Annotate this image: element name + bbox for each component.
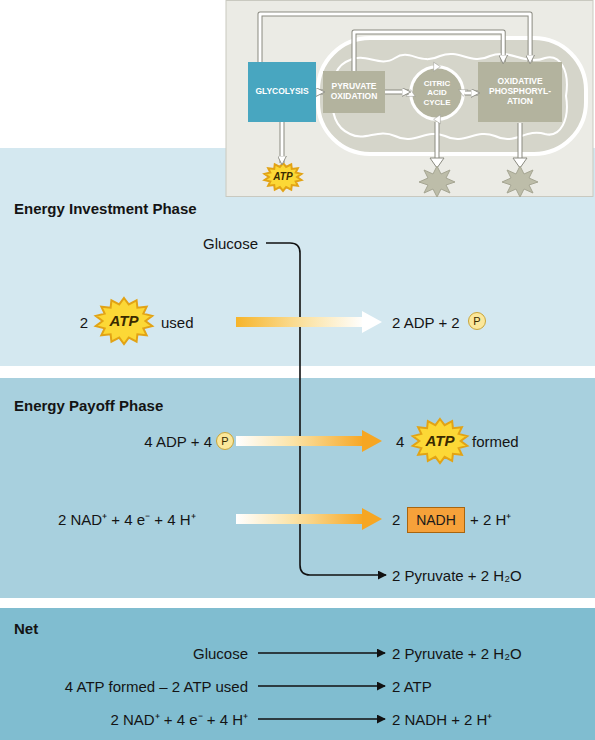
stage-label: GLYCOLYSIS [252,87,311,97]
arrow-outline [385,90,409,95]
energy-output-arrow [430,122,444,168]
flow-arrow [260,14,530,62]
cycle-circle: CITRIC ACID CYCLE [409,65,465,121]
flow-arrow [385,92,409,93]
stage-box: GLYCOLYSIS [248,62,316,122]
equation-text: formed [472,434,519,449]
arrow-line [316,91,323,94]
phase-band: Energy Payoff Phase 4 ADP + 4 4 formed 2 NAD… [0,378,595,598]
arrow-outline [316,90,323,95]
phosphate-circle: P [216,432,234,450]
summary-band: NetGlucose 2 Pyruvate + 2 H₂O 4 ATP formed… [0,608,595,740]
equation-text: + 2 H⁺ [470,512,511,527]
flow-arrow [465,93,478,94]
equation-text: Glucose [203,236,258,251]
equation-text: 2 [392,512,400,527]
equation-text: 4 ATP formed – 2 ATP used [65,679,248,694]
phase-heading: Energy Investment Phase [14,201,197,216]
mitochondrion-outline [318,38,586,154]
nadh-box: NADH [407,507,465,533]
equation-text: 4 [396,434,404,449]
atp-label: ATP [426,432,455,449]
equation-text: 2 ATP [392,679,432,694]
atp-starburst: ATP [264,163,302,191]
arrow-line [260,14,530,62]
phase-heading: Energy Payoff Phase [14,398,163,413]
stage-label: OXIDATIVE PHOSPHORYL- ATION [478,77,562,106]
phosphate-label: P [473,315,480,328]
equation-text: Glucose [193,646,248,661]
arrow-outline [280,122,285,163]
equation-text: 2 Pyruvate + 2 H₂O [392,568,522,583]
equation-text: 2 NAD⁺ + 4 e⁻ + 4 H⁺ [58,512,196,527]
equation-text: 2 ADP + 2 [392,315,460,330]
equation-text: 4 ADP + 4 [144,434,212,449]
inset-panel [226,1,593,197]
equation-text: used [161,315,194,330]
equation-text: 2 NADH + 2 H⁺ [392,712,492,727]
arrow-line [465,92,478,95]
phase-heading: Net [14,621,38,636]
energy-output-arrow [513,123,527,168]
flow-arrow [282,122,283,163]
nadh-label: NADH [416,512,456,528]
stage-label: PYRUVATE OXIDATION [323,82,385,102]
atp-starburst-symbol [419,166,455,197]
stage-box: OXIDATIVE PHOSPHORYL- ATION [478,62,562,122]
phosphate-circle: P [468,312,486,330]
arrow-line [281,122,284,163]
atp-label: ATP [110,312,139,329]
arrow-line [385,91,409,94]
equation-text: 2 Pyruvate + 2 H₂O [392,646,522,661]
atp-starburst-symbol [502,166,538,197]
equation-text: 2 NAD⁺ + 4 e⁻ + 4 H⁺ [110,712,248,727]
arrow-outline [260,14,530,62]
phosphate-label: P [221,435,228,448]
atp-label: ATP [273,171,292,183]
stage-box: PYRUVATE OXIDATION [323,71,385,113]
equation-text: 2 [80,315,88,330]
stage-label: CITRIC ACID CYCLE [409,79,465,107]
flow-arrow [316,92,323,93]
atp-starburst: ATP [412,419,468,463]
atp-starburst: ATP [95,298,153,344]
